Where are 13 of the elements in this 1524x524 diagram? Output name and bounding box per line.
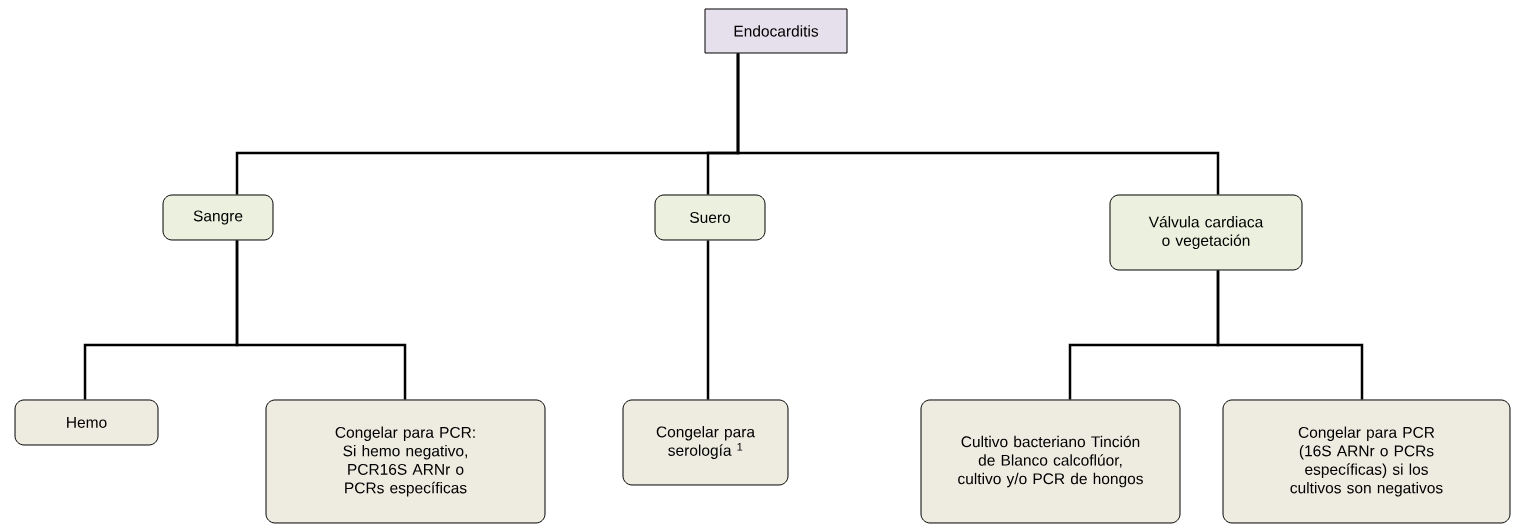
leaf-box: Cultivo bacteriano Tinción de Blanco calcoflúor, cultivo y/o PCR de hongos (920, 399, 1181, 524)
category-box: Sangre (162, 194, 274, 241)
leaf-box: Congelar para serología $^{1}$ (622, 399, 789, 486)
connector (235, 240, 407, 400)
leaf-box: Hemo (14, 399, 159, 446)
title-box: Endocarditis (704, 8, 848, 54)
connector (706, 240, 710, 400)
connector (1216, 270, 1364, 400)
category-box: Válvula cardiaca o vegetación (1109, 194, 1303, 271)
leaf-box: Congelar para PCR (16S ARNr o PCRs específicas) si los cultivos son negativos (1222, 399, 1511, 524)
category-box: Suero (654, 194, 766, 241)
leaf-box: Congelar para PCR: Si hemo negativo, PCR16S ARNr o PCRs específicas (265, 399, 546, 524)
connector (736, 53, 1220, 195)
